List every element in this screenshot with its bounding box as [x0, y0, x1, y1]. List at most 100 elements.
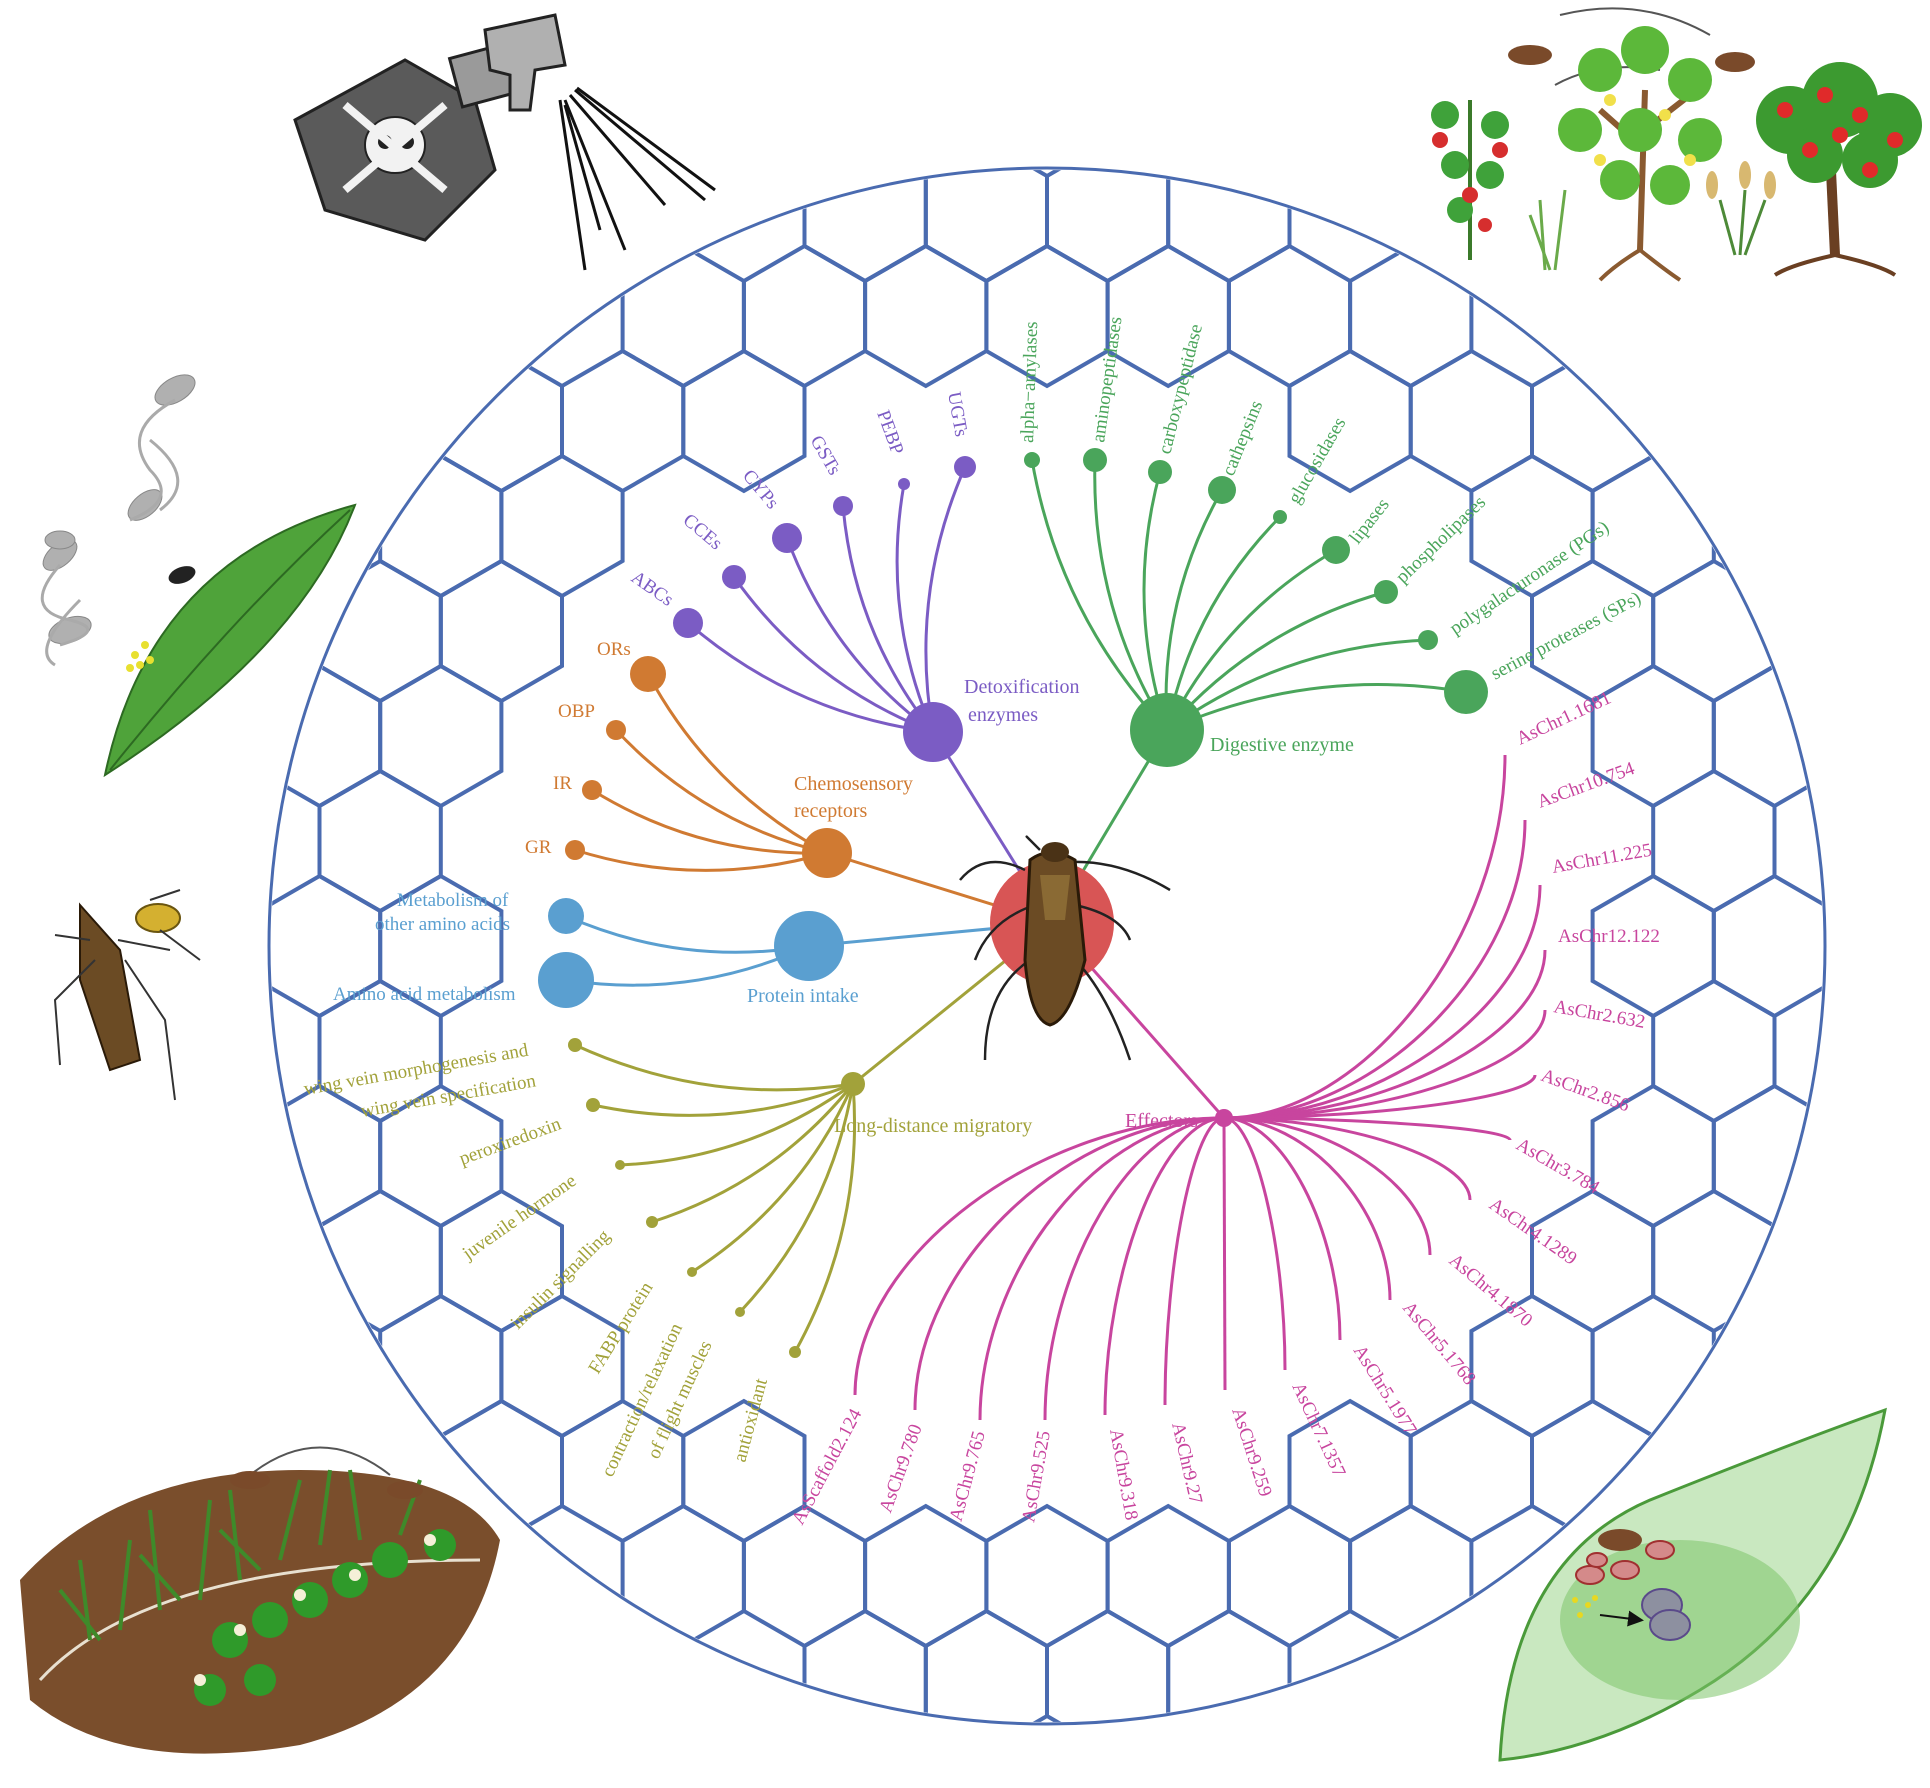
effector-label: AsChr9.27	[1167, 1420, 1206, 1505]
detox-label-abcs: ABCs	[627, 567, 677, 611]
chemo-branch-node	[606, 720, 626, 740]
effector-branch-line	[1223, 1116, 1287, 1371]
detox-branch-line	[687, 621, 934, 734]
honeycomb-cell	[802, 170, 928, 284]
digest-label-phospholipases: phospholipases	[1392, 492, 1490, 588]
bug-icon	[1715, 52, 1755, 72]
predatory-bug-illustration	[53, 889, 201, 1101]
honeycomb-cell	[923, 170, 1049, 284]
effector-branch-line	[1223, 884, 1542, 1120]
migratory-hub-node	[841, 1072, 865, 1096]
honeycomb-cell	[1166, 1608, 1292, 1722]
detox-hub-label-1: Detoxification	[964, 676, 1080, 698]
central-bug-illustration	[959, 835, 1171, 1061]
effector-branch-line	[1223, 1074, 1537, 1120]
digest-label-aminopeptidases: aminopeptidases	[1088, 315, 1126, 443]
effector-branch-line	[1223, 949, 1547, 1120]
migratory-branch-node	[615, 1160, 625, 1170]
detox-branch-line	[841, 505, 935, 733]
honeycomb-cell	[438, 348, 564, 494]
effector-branch-line	[1163, 1116, 1225, 1406]
honeycomb-cell	[863, 243, 989, 389]
honeycomb-cell	[1348, 243, 1474, 389]
effector-label: AsChr9.318	[1105, 1427, 1142, 1522]
digest-branch-node	[1322, 536, 1350, 564]
effector-label: AsChr2.632	[1552, 996, 1647, 1033]
migratory-branch-node	[789, 1346, 801, 1358]
effector-label: AsChr2.856	[1538, 1065, 1632, 1116]
honeycomb-cell	[1166, 170, 1292, 284]
migratory-branch-line	[738, 1083, 855, 1314]
effector-label: AsChr9.259	[1227, 1405, 1276, 1499]
protein-hub-label: Protein intake	[747, 985, 859, 1007]
bug-icon	[168, 566, 196, 584]
honeycomb-cell	[984, 243, 1110, 389]
honeycomb-cell	[1226, 243, 1353, 389]
leaf-oviposition-illustration	[40, 374, 357, 778]
honeycomb-cell	[1530, 1188, 1656, 1334]
honeycomb-cell	[802, 1608, 928, 1722]
detox-label-ugts: UGTs	[943, 390, 972, 438]
digest-label-lipases: lipases	[1345, 494, 1393, 548]
effector-branch-line	[1223, 1009, 1547, 1120]
digest-branch-node	[1208, 476, 1236, 504]
honeycomb-cell	[1226, 1503, 1353, 1649]
effector-branch-line	[913, 1116, 1225, 1411]
protein-label-other-amino-1: Metabolism of	[397, 890, 509, 911]
chemo-label-obp: OBP	[558, 701, 595, 722]
migratory-branch-node	[735, 1307, 745, 1317]
detox-branch-line	[895, 483, 935, 733]
honeycomb-cell	[1651, 558, 1777, 704]
honeycomb-cell	[271, 663, 383, 809]
chemo-hub-node	[802, 828, 852, 878]
honeycomb-cell	[1711, 663, 1823, 809]
honeycomb-cell	[1105, 243, 1231, 389]
field-crops-illustration	[20, 1446, 500, 1754]
chemo-branch-node	[630, 656, 666, 692]
digest-label-cathepsins: cathepsins	[1218, 398, 1267, 479]
digest-hub-label: Digestive enzyme	[1210, 734, 1354, 756]
detox-branch-node	[673, 608, 703, 638]
detox-branch-node	[954, 456, 976, 478]
detox-branch-node	[772, 523, 802, 553]
chemo-branch-line	[591, 788, 828, 855]
honeycomb-cell	[438, 558, 564, 704]
chemo-hub-label-1: Chemosensory	[794, 773, 913, 795]
chemo-label-ir: IR	[553, 773, 572, 794]
effector-label: AsChr3.784	[1513, 1134, 1604, 1199]
effector-label: AsChr11.225	[1550, 840, 1653, 878]
honeycomb-cell	[1651, 1188, 1777, 1334]
effector-branch-line	[1223, 819, 1527, 1120]
migratory-branch-node	[586, 1098, 600, 1112]
detox-branch-node	[898, 478, 910, 490]
effectors-hub-label: Effectors	[1125, 1110, 1198, 1132]
digest-branch-node	[1273, 510, 1287, 524]
branch-lines	[565, 459, 1547, 1421]
honeycomb-cell	[1045, 170, 1171, 284]
branch-nodes	[538, 448, 1488, 1358]
detox-label-pebp: PEBP	[872, 408, 907, 458]
hubs	[774, 693, 1233, 1127]
chemo-label-gr: GR	[525, 837, 552, 858]
honeycomb-cell	[1590, 1293, 1716, 1439]
digest-branch-line	[1030, 459, 1169, 732]
bug-icon	[387, 1481, 423, 1499]
honeycomb-cell	[1711, 873, 1823, 1019]
bug-icon	[1508, 45, 1552, 65]
honeycomb-cell	[1590, 453, 1716, 599]
effector-label: AsChr5.1977	[1349, 1342, 1421, 1440]
leaf-feeding-illustration	[1498, 1407, 1887, 1762]
digest-label-alpha-amylases: alpha−amylases	[1017, 321, 1042, 443]
effector-branch-line	[978, 1116, 1225, 1421]
honeycomb-cell	[681, 348, 807, 494]
chemo-branch-line	[574, 848, 828, 872]
detox-branch-line	[924, 466, 967, 733]
effector-label: AsChr12.122	[1558, 926, 1660, 947]
digest-branch-line	[1166, 683, 1467, 732]
detox-hub-node	[903, 702, 963, 762]
migratory-branch-node	[646, 1216, 658, 1228]
digest-branch-node	[1083, 448, 1107, 472]
honeycomb-cell	[317, 1188, 443, 1334]
chemo-branch-line	[646, 673, 828, 855]
honeycomb-cell	[620, 1503, 746, 1649]
